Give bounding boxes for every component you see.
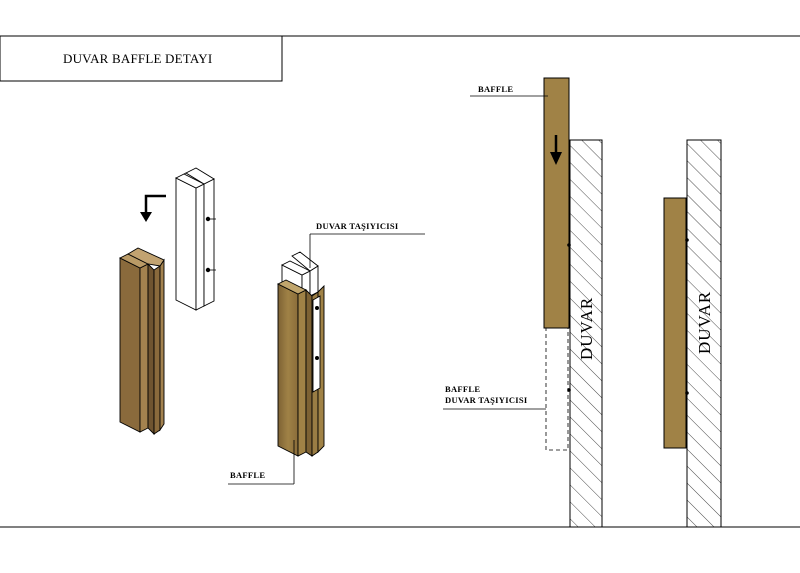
baffle-section-2 <box>663 197 687 449</box>
exploded-view: DUVAR TAŞIYICISI BAFFLE <box>118 167 425 485</box>
title-box <box>0 35 283 82</box>
screw-icon <box>685 391 689 395</box>
label-baffle-carrier-2: DUVAR TAŞIYICISI <box>445 395 528 405</box>
label-duvar-tasiyicisi: DUVAR TAŞIYICISI <box>316 221 399 231</box>
screw-icon <box>315 356 319 360</box>
wall-section-1 <box>569 139 603 528</box>
screw-icon <box>567 388 571 392</box>
section-view-2: DUVAR <box>663 139 722 528</box>
turn-arrow-head <box>140 212 152 222</box>
assembled-baffle <box>276 251 325 457</box>
baffle-section-1 <box>543 77 570 329</box>
wall-label-1: DUVAR <box>577 297 596 360</box>
screw-icon <box>567 243 571 247</box>
wall-carrier-part <box>174 167 215 311</box>
baffle-part <box>118 247 165 436</box>
down-arrow-icon <box>550 152 562 165</box>
label-baffle-top: BAFFLE <box>478 84 513 94</box>
screw-icon <box>315 306 319 310</box>
label-baffle-carrier-1: BAFFLE <box>445 384 480 394</box>
screw-icon <box>685 238 689 242</box>
wall-section-2 <box>686 139 722 528</box>
label-baffle-left: BAFFLE <box>230 470 265 480</box>
page-title: DUVAR BAFFLE DETAYI <box>63 51 212 66</box>
turn-arrow-icon <box>144 194 166 216</box>
section-view-1: BAFFLE BAFFLE DUVAR TAŞIYICISI DUVAR <box>443 77 603 528</box>
wall-label-2: DUVAR <box>695 291 714 354</box>
